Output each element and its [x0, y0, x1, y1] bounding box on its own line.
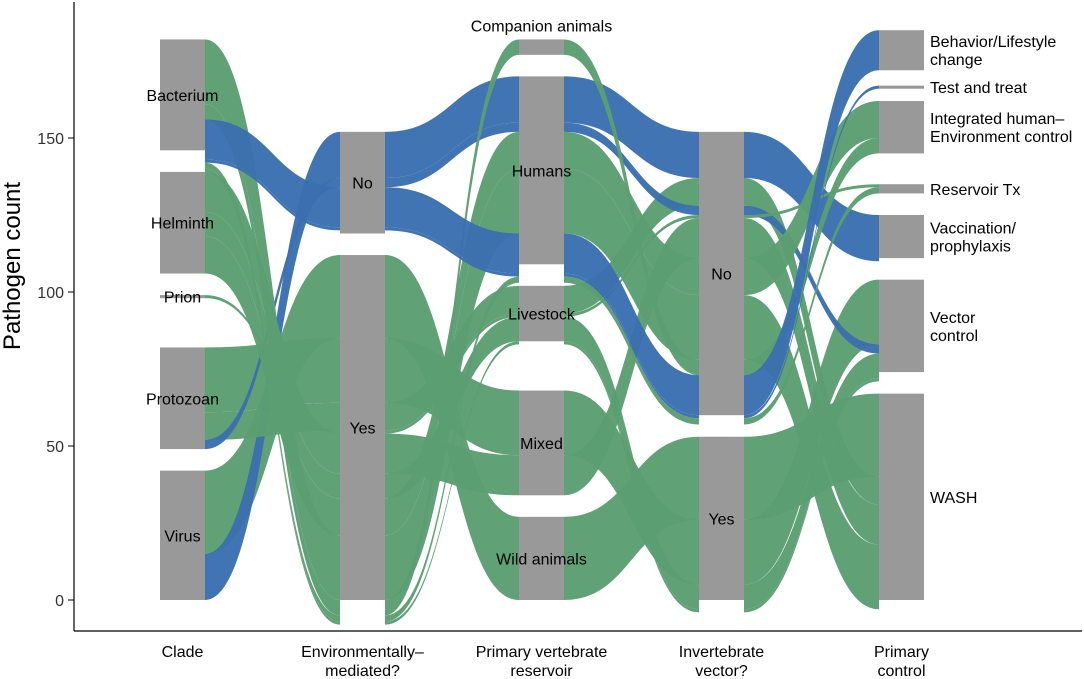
flow-yes-to-vector-control	[744, 378, 879, 613]
axis-category-label: reservoir	[510, 663, 573, 679]
axis-category-label: mediated?	[325, 663, 400, 679]
axis-category-label: Environmentally–	[301, 644, 424, 661]
node-label-yes: Yes	[708, 511, 734, 528]
node-label-companion-animals: Companion animals	[471, 18, 612, 35]
node-protozoan	[160, 347, 205, 450]
axis-category-label: Primary	[874, 644, 929, 661]
node-label-wash: WASH	[930, 490, 977, 507]
node-behavior-lifestyle-change	[879, 30, 924, 71]
flow-mixed-to-no	[564, 218, 699, 496]
flow-yes-to-mixed	[385, 433, 519, 496]
node-label-mixed: Mixed	[520, 436, 563, 453]
flow-no-to-reservoir-tx	[744, 187, 879, 425]
node-wild-animals	[519, 516, 564, 600]
flow-no-to-humans	[385, 122, 519, 188]
node-test-and-treat	[879, 85, 924, 89]
flow-livestock-to-yes	[564, 316, 699, 610]
node-helminth	[160, 171, 205, 274]
flow-humans-to-no	[564, 233, 699, 416]
node-label-vector-control: Vector	[930, 310, 976, 327]
node-reservoir-tx	[879, 184, 924, 194]
node-label-vector-control: control	[930, 328, 978, 345]
flow-no-to-test-and-treat	[744, 85, 879, 419]
flow-companion-animals-to-no	[564, 39, 699, 376]
node-prion	[160, 295, 205, 299]
node-label-integrated-human-environment-control: Environment control	[930, 129, 1072, 146]
labels-layer: Virus Protozoan Prion Helminth BacteriumClad…	[146, 18, 1072, 679]
y-tick-label: 100	[37, 285, 64, 302]
node-humans	[519, 76, 564, 265]
node-livestock	[519, 285, 564, 342]
node-virus	[160, 470, 205, 600]
node-label-humans: Humans	[512, 163, 572, 180]
node-label-virus: Virus	[164, 528, 200, 545]
flow-helminth-to-yes	[205, 236, 340, 536]
flow-yes-to-humans	[385, 276, 519, 622]
node-companion-animals	[519, 39, 564, 55]
flow-no-to-behavior-lifestyle-change	[744, 30, 879, 416]
flow-no-to-vector-control	[744, 205, 879, 354]
flow-bacterium-to-yes	[205, 104, 340, 616]
flow-humans-to-no	[564, 276, 699, 425]
node-vector-control	[879, 279, 924, 373]
node-label-wild-animals: Wild animals	[496, 551, 587, 568]
nodes-layer	[160, 30, 924, 601]
node-bacterium	[160, 39, 205, 151]
axis-category-label: vector?	[695, 663, 748, 679]
node-mixed	[519, 390, 564, 496]
flow-humans-to-no	[564, 76, 699, 179]
flow-yes-to-companion-animals	[385, 39, 519, 616]
node-vaccination-prophylaxis	[879, 215, 924, 259]
axis-category-label: Clade	[162, 644, 204, 661]
node-integrated-human-environment-control	[879, 101, 924, 154]
node-label-no: No	[352, 176, 373, 193]
node-label-integrated-human-environment-control: Integrated human–	[930, 111, 1064, 128]
node-yes	[699, 436, 744, 600]
node-label-prion: Prion	[164, 290, 201, 307]
node-label-behavior-lifestyle-change: change	[930, 52, 983, 69]
axis-category-label: control	[877, 663, 925, 679]
flow-bacterium-to-yes	[205, 39, 340, 600]
flow-yes-to-humans	[385, 168, 519, 601]
node-no	[699, 131, 744, 416]
node-wash	[879, 393, 924, 600]
flow-livestock-to-yes	[564, 341, 699, 613]
flows-layer	[205, 30, 879, 625]
node-label-test-and-treat: Test and treat	[930, 80, 1028, 97]
y-tick-label: 0	[55, 593, 64, 610]
node-no	[340, 131, 385, 234]
flow-humans-to-no	[564, 273, 699, 419]
y-axis-title: Pathogen count	[0, 182, 26, 350]
axis-category-label: Invertebrate	[679, 644, 764, 661]
flow-bacterium-to-no	[205, 159, 340, 231]
node-label-protozoan: Protozoan	[146, 391, 219, 408]
flow-bacterium-to-yes	[205, 168, 340, 625]
y-tick-label: 150	[37, 131, 64, 148]
node-label-no: No	[711, 267, 732, 284]
flow-yes-to-livestock	[385, 341, 519, 625]
flow-humans-to-no	[564, 122, 699, 215]
node-label-vaccination-prophylaxis: prophylaxis	[930, 239, 1011, 256]
node-yes	[340, 255, 385, 601]
node-label-helminth: Helminth	[151, 216, 214, 233]
axis-category-label: Primary vertebrate	[476, 644, 608, 661]
flow-no-to-humans	[385, 187, 519, 274]
flow-no-to-wash	[744, 218, 879, 545]
y-tick-label: 50	[46, 439, 64, 456]
node-label-bacterium: Bacterium	[146, 88, 218, 105]
flow-humans-to-no	[564, 168, 699, 360]
node-label-livestock: Livestock	[508, 307, 576, 324]
axis-layer: Pathogen count 0 50 100 150	[0, 2, 1082, 632]
flow-no-to-integrated-human-environment-control	[744, 138, 879, 376]
flow-no-to-humans	[385, 227, 519, 277]
node-label-yes: Yes	[349, 421, 375, 438]
node-label-vaccination-prophylaxis: Vaccination/	[930, 221, 1017, 238]
flow-no-to-integrated-human-environment-control	[744, 101, 879, 296]
flow-bacterium-to-no	[205, 119, 340, 228]
node-label-behavior-lifestyle-change: Behavior/Lifestyle	[930, 34, 1056, 51]
node-label-reservoir-tx: Reservoir Tx	[930, 182, 1020, 199]
flow-bacterium-to-yes	[205, 162, 340, 622]
flow-no-to-wash	[744, 178, 879, 505]
